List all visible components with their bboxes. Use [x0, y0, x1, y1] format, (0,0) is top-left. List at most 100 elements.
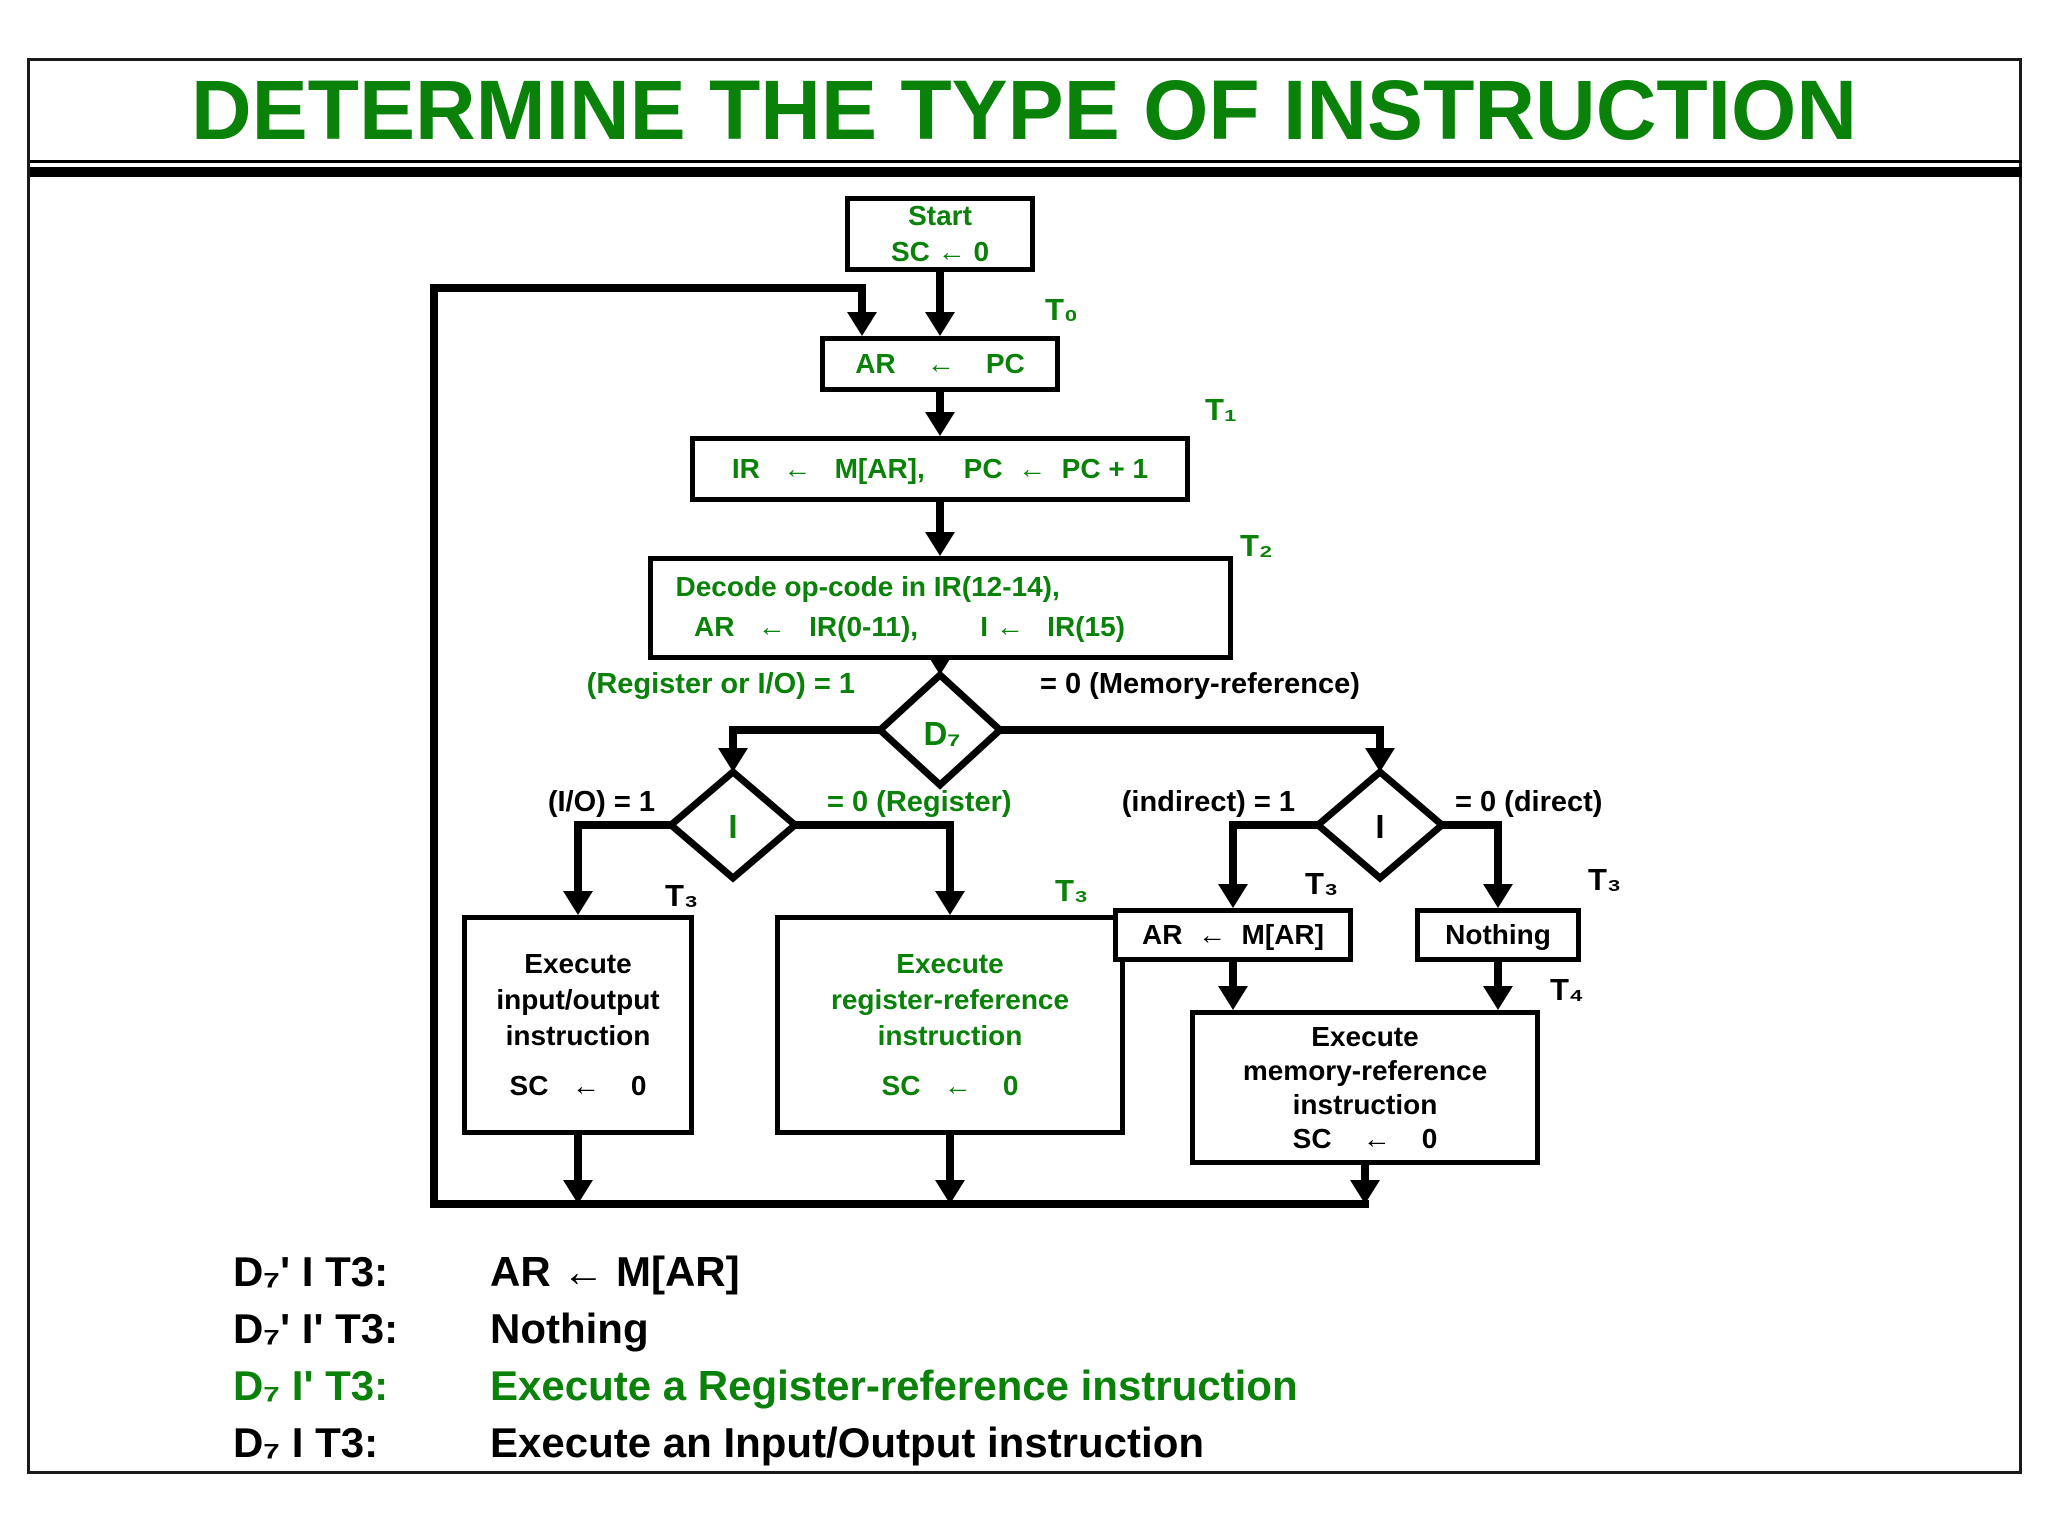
- execute-io-line2: input/output: [496, 984, 660, 1015]
- execute-register-line2: register-reference: [830, 984, 1070, 1015]
- left-i-decision-diamond: [665, 767, 801, 883]
- feedback-bottom-horizontal-line: [430, 1200, 1369, 1208]
- legend-action: AR ← M[AR]: [490, 1248, 740, 1295]
- left-i-io-arrowhead-icon: [563, 891, 593, 915]
- ar-to-ir-arrowhead-icon: [925, 412, 955, 436]
- left-i-diamond-label: I: [728, 808, 738, 845]
- d7-left-branch-line: [733, 726, 880, 734]
- timing-label-t3-register: T₃: [1055, 873, 1089, 908]
- right-i-indirect-arrowhead-icon: [1218, 884, 1248, 908]
- legend-action: Execute a Register-reference instruction: [490, 1362, 1298, 1409]
- execreg-down-arrowhead-icon: [935, 1180, 965, 1204]
- execute-register-line4: SC ← 0: [881, 1070, 1019, 1101]
- left-i-register-arrowhead-icon: [935, 891, 965, 915]
- nothing-to-mem-arrowhead-icon: [1483, 986, 1513, 1010]
- d7-branch-label-memory-reference: = 0 (Memory-reference): [1040, 668, 1360, 700]
- start-to-ar-line: [936, 272, 944, 314]
- left-i-register-branch-line: [795, 821, 950, 829]
- execute-io-box: Execute input/output instruction SC ← 0: [462, 915, 694, 1135]
- execmem-down-arrowhead-icon: [1350, 1180, 1380, 1204]
- execute-memory-box: Execute memory-reference instruction SC …: [1190, 1010, 1540, 1165]
- execio-down-line: [574, 1135, 582, 1180]
- right-i-direct-arrowhead-icon: [1483, 884, 1513, 908]
- decode-box: Decode op-code in IR(12-14), AR ← IR(0-1…: [648, 556, 1233, 660]
- decode-box-line2: AR ← IR(0-11), I ← IR(15): [694, 611, 1125, 642]
- branch-label-register: = 0 (Register): [827, 786, 1012, 818]
- left-i-register-branch-vertical: [946, 821, 954, 891]
- title-separator-thick: [30, 167, 2022, 177]
- d7-branch-label-register-io: (Register or I/O) = 1: [586, 668, 855, 700]
- legend-action: Execute an Input/Output instruction: [490, 1419, 1204, 1466]
- legend-condition: D₇' I T3:: [233, 1248, 389, 1295]
- d7-diamond-label: D₇: [923, 715, 961, 752]
- right-i-indirect-branch-vertical: [1229, 821, 1237, 884]
- right-i-direct-branch-line: [1442, 821, 1498, 829]
- left-i-io-branch-line: [574, 821, 671, 829]
- execio-down-arrowhead-icon: [563, 1180, 593, 1204]
- fetch-box-text: IR ← M[AR], PC ← PC + 1: [731, 453, 1149, 484]
- armar-to-mem-line: [1229, 962, 1237, 986]
- slide-frame: [27, 58, 2022, 1474]
- ar-pc-box: AR ← PC: [820, 336, 1060, 392]
- d7-right-arrowhead-icon: [1365, 748, 1395, 772]
- start-box: Start SC ← 0: [845, 196, 1035, 272]
- legend-condition: D₇' I' T3:: [233, 1305, 399, 1352]
- legend-row: D₇ I' T3: Execute a Register-reference i…: [233, 1362, 1298, 1410]
- decision-diamonds: [665, 670, 1448, 883]
- execute-memory-line4: SC ← 0: [1292, 1122, 1438, 1154]
- nothing-box-text: Nothing: [1445, 919, 1551, 950]
- d7-left-arrowhead-icon: [718, 748, 748, 772]
- legend-condition: D₇ I' T3:: [233, 1362, 389, 1409]
- title-separator-thin: [30, 160, 2022, 163]
- decode-box-line1: Decode op-code in IR(12-14),: [675, 571, 1060, 602]
- ir-to-decode-line: [936, 502, 944, 534]
- execute-io-line3: instruction: [505, 1020, 651, 1051]
- legend-row: D₇' I' T3: Nothing: [233, 1305, 649, 1353]
- legend-condition: D₇ I T3:: [233, 1419, 379, 1466]
- feedback-loop-lines: [430, 284, 1369, 1208]
- d7-right-branch-line: [1000, 726, 1380, 734]
- execute-register-box: Execute register-reference instruction S…: [775, 915, 1125, 1135]
- right-i-direct-branch-vertical: [1494, 821, 1502, 884]
- left-i-branch-lines: [563, 821, 965, 915]
- right-i-decision-diamond: [1312, 767, 1448, 883]
- fetch-box: IR ← M[AR], PC ← PC + 1: [690, 436, 1190, 502]
- execreg-down-line: [946, 1135, 954, 1180]
- d7-decision-diamond: [874, 670, 1006, 790]
- start-box-line1: Start: [908, 200, 972, 231]
- timing-label-t4: T₄: [1550, 972, 1584, 1007]
- execute-memory-line3: instruction: [1292, 1088, 1438, 1120]
- timing-label-t3-io: T₃: [665, 878, 699, 913]
- ar-mar-box: AR ← M[AR]: [1113, 908, 1353, 962]
- page-title: DETERMINE THE TYPE OF INSTRUCTION: [190, 63, 1858, 157]
- execute-register-line3: instruction: [877, 1020, 1023, 1051]
- nothing-box: Nothing: [1415, 908, 1581, 962]
- start-to-ar-arrowhead-icon: [925, 312, 955, 336]
- feedback-entry-arrowhead-icon: [847, 312, 877, 336]
- d7-branch-lines: [718, 726, 1395, 772]
- legend-row: D₇ I T3: Execute an Input/Output instruc…: [233, 1419, 1204, 1467]
- ir-to-decode-arrowhead-icon: [925, 532, 955, 556]
- right-i-branch-lines: [1218, 821, 1513, 908]
- start-box-line2: SC ← 0: [890, 236, 990, 267]
- feedback-left-vertical-line: [430, 284, 438, 1208]
- execute-memory-line1: Execute: [1311, 1020, 1419, 1052]
- legend-row: D₇' I T3: AR ← M[AR]: [233, 1248, 740, 1296]
- right-i-diamond-label: I: [1375, 808, 1385, 845]
- branch-label-indirect: (indirect) = 1: [1121, 786, 1295, 818]
- merge-lines: [563, 962, 1513, 1204]
- d7-left-branch-vertical: [729, 726, 737, 750]
- timing-label-t3-indirect: T₃: [1305, 866, 1339, 901]
- ar-to-ir-line: [936, 392, 944, 414]
- timing-label-t2: T₂: [1240, 528, 1273, 563]
- d7-right-branch-vertical: [1376, 726, 1384, 750]
- branch-label-io: (I/O) = 1: [547, 786, 655, 818]
- timing-label-t1: T₁: [1205, 392, 1237, 427]
- execute-register-line1: Execute: [896, 948, 1004, 979]
- feedback-entry-vertical-line: [858, 284, 866, 314]
- execute-memory-line2: memory-reference: [1242, 1054, 1488, 1086]
- left-i-io-branch-vertical: [574, 821, 582, 891]
- ar-mar-box-text: AR ← M[AR]: [1142, 919, 1324, 950]
